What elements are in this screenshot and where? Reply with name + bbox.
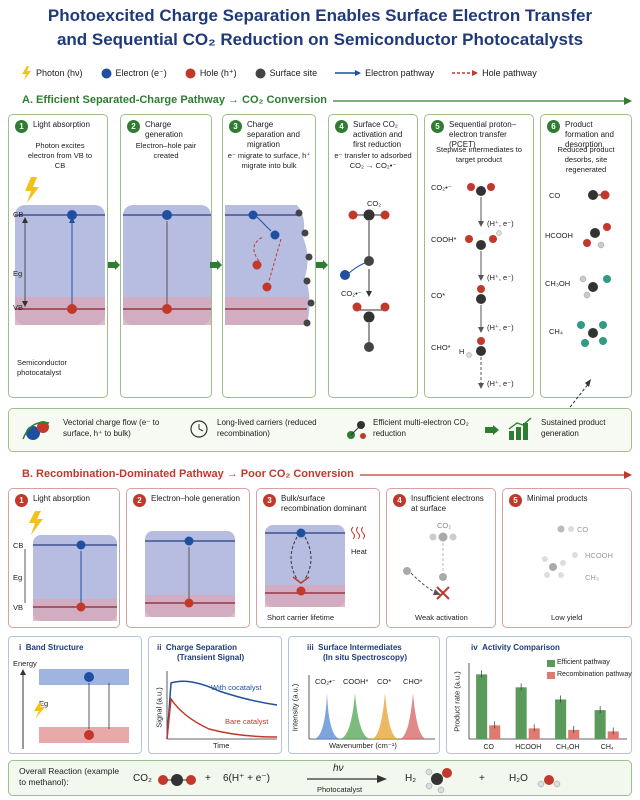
activity-bar-chart: CO HCOOH CH₃OH CH₄ [468,660,627,751]
panel-a1: 1 Light absorption Photon excites electr… [8,114,108,398]
charge-flow-icon [22,421,50,440]
bar-1-1 [528,728,540,739]
solid-arrow-icon [335,70,362,76]
panel-a3: 3 Charge separation and migration e⁻ mig… [222,114,316,398]
molecule-icon [347,421,366,439]
analysis-charge-separation: ii Charge Separation (Transient Signal) … [148,636,282,754]
flow-arrow-1 [108,260,120,270]
legend-swatch-0 [547,660,555,667]
tick-label-1: HCOOH [515,744,541,751]
bar-0-1 [515,687,527,739]
spectroscopy-plot [308,675,435,740]
legend-swatch-1 [547,672,555,679]
band-diagram-b2 [145,531,235,617]
products-diagram [547,190,627,427]
panel-a4: 4 Surface CO₂ activation and first reduc… [328,114,418,398]
tick-label-0: CO [484,744,495,751]
dashed-arrow-icon [452,70,479,76]
legend-photon: Photon (hν) [20,66,83,80]
co2-activation-diagram [340,209,390,352]
band-diagram-b1 [24,511,117,621]
analysis-activity-comparison: iv Activity Comparison Product rate (a.u… [446,636,632,754]
analysis-band-structure: i Band Structure Energy CB Eg VB [8,636,142,754]
electron-icon [101,68,112,78]
summary-item-3: Efficient multi-electron CO₂ reduction [373,418,469,438]
panel-b2: 2 Electron–hole generation [126,488,250,628]
page-title-line2: and Sequential CO₂ Reduction on Semicond… [56,30,584,49]
water-molecule-icon [537,775,561,788]
summary-item-4: Sustained product generation [541,418,606,438]
transient-signal-plot [166,671,278,740]
band-diagram-a1 [15,177,105,325]
legend-hole-pathway: Hole pathway [452,68,537,78]
legend-electron: Electron (e⁻) [101,68,167,79]
bar-0-0 [476,674,488,739]
reaction-arrow [307,775,387,783]
band-diagram-a3 [225,205,315,327]
bar-0-2 [555,699,567,739]
overall-reaction: Overall Reaction (example to methanol): … [8,760,632,796]
panel-b4: 4 Insufficient electrons at surface CO₂ … [386,488,496,628]
panel-b3: 3 Bulk/surface recombination dominant He… [256,488,380,628]
legend-electron-pathway: Electron pathway [335,68,434,78]
panel-b1: 1 Light absorption CB Eg VB [8,488,120,628]
section-a-heading: A. Efficient Separated-Charge Pathway → … [8,94,632,106]
section-b-heading: B. Recombination-Dominated Pathway → Poo… [8,468,632,480]
tick-label-2: CH₃OH [556,744,579,751]
surface-site-icon [255,68,266,78]
bar-1-0 [489,725,501,739]
lightning-icon [22,66,31,80]
summary-item-1: Vectorial charge flow (e⁻ to surface, h⁺… [63,418,160,438]
tick-label-3: CH₄ [601,744,614,751]
pcet-diagram [465,183,502,389]
flow-arrow-3 [316,260,328,270]
panel-b5: 5 Minimal products CO HCOOH CH₃ Low yiel… [502,488,632,628]
methanol-molecule-icon [425,768,452,794]
summary-item-2: Long-lived carriers (reduced recombinati… [217,418,317,438]
co2-molecule-icon [158,774,196,786]
clock-icon [190,420,208,438]
recombination-diagram [265,525,365,607]
minimal-products-diagram [542,525,578,578]
panel-a6: 6 Product formation and desorption Reduc… [540,114,632,427]
legend-hole: Hole (h⁺) [185,68,237,79]
panel-a2: 2 Charge generation Electron–hole pair c… [120,114,212,398]
hole-icon [185,68,196,78]
flow-arrow-2 [210,260,222,270]
bar-0-3 [594,710,606,739]
bar-1-3 [607,731,619,739]
page-title-line1: Photoexcited Charge Separation Enables S… [47,6,593,25]
growth-chart-icon [508,417,532,440]
flow-arrow-summary [485,425,499,435]
weak-activation-diagram [403,532,457,600]
analysis-surface-intermediates: iii Surface Intermediates (In situ Spect… [288,636,440,754]
bar-1-2 [568,729,580,739]
band-diagram-a2 [123,205,211,325]
section-a-summary: Vectorial charge flow (e⁻ to surface, h⁺… [8,408,632,452]
legend: Photon (hν) Electron (e⁻) Hole (h⁺) Surf… [20,62,620,84]
panel-a5: 5 Sequential proton–electron transfer (P… [424,114,534,398]
band-structure-diagram [20,669,129,749]
legend-surface-site: Surface site [255,68,317,79]
